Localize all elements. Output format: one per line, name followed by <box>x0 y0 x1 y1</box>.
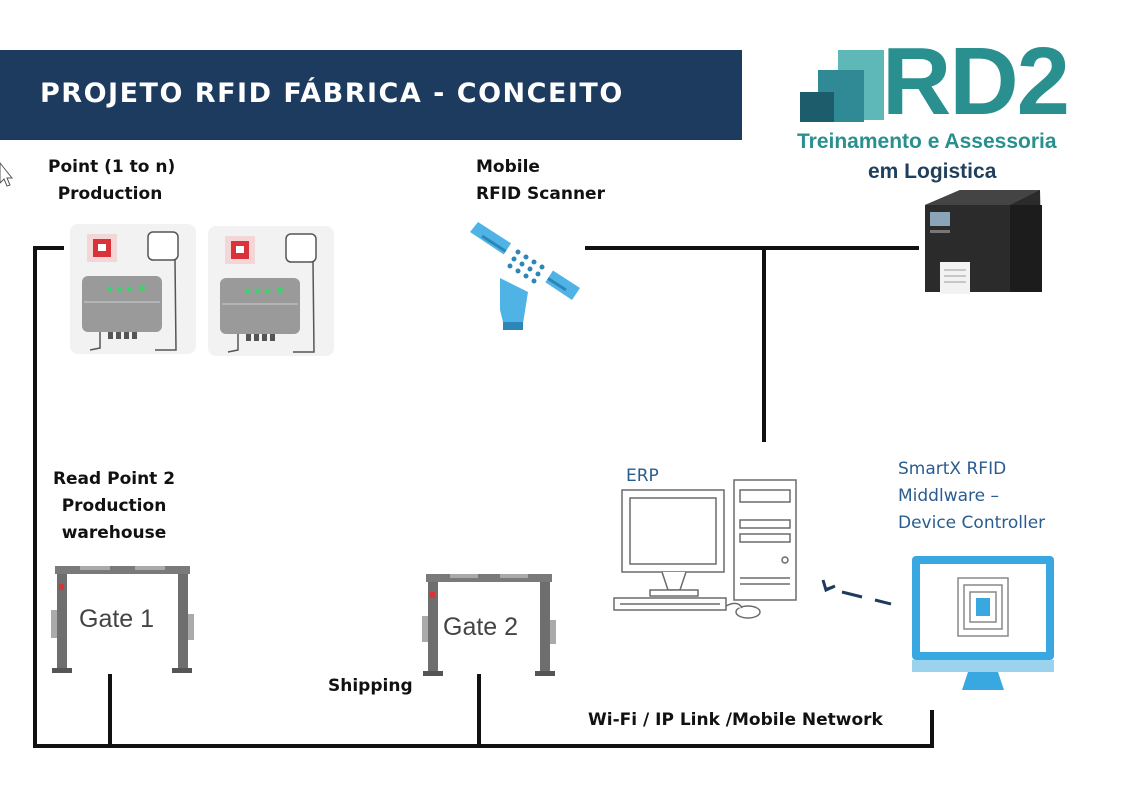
point-production-label: Point (1 to n) Production <box>48 154 176 208</box>
rfid-gate-icon <box>422 574 556 676</box>
point-production-line1: Point (1 to n) <box>48 157 176 177</box>
middleware-label: SmartX RFID Middlware – Device Controlle… <box>898 456 1045 537</box>
page-title: PROJETO RFID FÁBRICA - CONCEITO <box>40 78 624 109</box>
mobile-scanner-label: Mobile RFID Scanner <box>476 154 605 208</box>
middleware-line2: Middlware – <box>898 486 999 506</box>
cursor-icon <box>0 162 14 187</box>
erp-label: ERP <box>626 466 659 486</box>
gate-1-label: Gate 1 <box>79 605 155 633</box>
network-lines <box>33 246 934 748</box>
read-point-2-label: Read Point 2 Production warehouse <box>50 466 178 547</box>
middleware-line3: Device Controller <box>898 513 1046 533</box>
label-printer-icon <box>925 190 1042 294</box>
read-point-2-line1: Read Point 2 <box>52 469 176 489</box>
network-label: Wi-Fi / IP Link /Mobile Network <box>588 710 883 730</box>
logo-brand: RD2 <box>882 28 1070 135</box>
monitor-rfid-icon <box>912 556 1054 690</box>
point-production-line2: Production <box>57 184 163 204</box>
rfid-gate-icon <box>51 566 194 673</box>
handheld-scanner-icon <box>470 222 580 330</box>
logo-tagline-2: em Logistica <box>868 160 997 183</box>
logo-tagline-1: Treinamento e Assessoria <box>797 130 1057 153</box>
data-flow-arrow <box>821 579 892 606</box>
read-point-2-line3: warehouse <box>61 523 167 543</box>
mobile-scanner-line1: Mobile <box>476 157 540 177</box>
read-point-2-line2: Production <box>61 496 167 516</box>
header-banner <box>0 50 742 140</box>
desktop-computer-icon <box>613 479 797 619</box>
middleware-line1: SmartX RFID <box>898 459 1007 479</box>
logo-squares-icon <box>800 50 884 122</box>
shipping-label: Shipping <box>328 676 413 696</box>
rfid-reader-icon <box>208 226 334 356</box>
mobile-scanner-line2: RFID Scanner <box>476 184 605 204</box>
gate-2-label: Gate 2 <box>443 613 519 641</box>
rfid-reader-icon <box>70 224 196 354</box>
